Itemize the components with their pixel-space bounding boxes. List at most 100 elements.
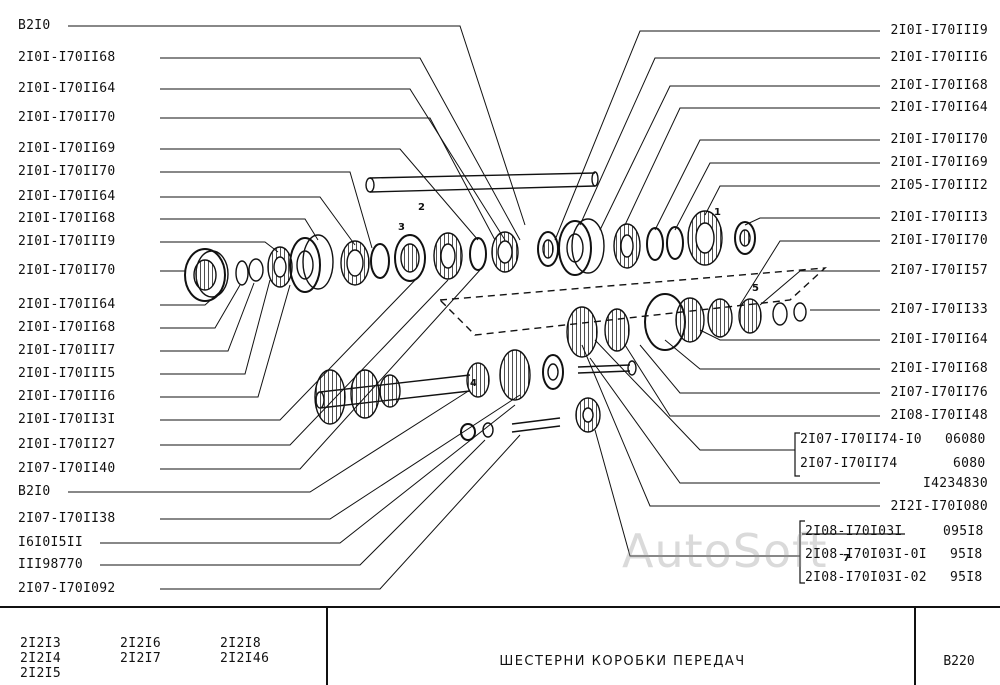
right-part-label: 2I0I-I70III6 [890,50,988,65]
gear-ring-1 [289,234,334,293]
bracket-2-row-1: 2I08-I70I03I 095I8 [805,524,983,539]
right-bearing [734,221,756,255]
synchro-hub-left [267,246,293,288]
primary-shaft [365,171,599,193]
bracket-2-row-2: 2I08-I70I03I-0I 95I8 [805,547,982,562]
blocker-ring-4 [666,226,684,260]
left-part-label: 2I0I-I70II68 [18,211,116,226]
bracket-1-part: 2I07-I70II74 [800,456,898,471]
model-code: 2I2I8 [220,636,262,651]
right-part-label: 2I08-I70II48 [890,408,988,423]
bracket-2-part: 2I08-I70I03I [805,524,903,539]
right-part-label: 2I07-I70II33 [890,302,988,317]
blocker-ring-2 [469,237,487,271]
left-part-label: 2I07-I70II38 [18,511,116,526]
gear-ring-5 [491,231,519,273]
bracket-1-part: 2I07-I70II74-I0 [800,432,922,447]
leader-lines-right [554,30,880,557]
position-mark: 4 [470,378,477,389]
model-code: 2I2I5 [20,666,62,681]
right-part-label: 2I0I-I70III9 [890,23,988,38]
right-part-label: 2I0I-I70II64 [890,332,988,347]
right-part-label: 2I0I-I70II69 [890,155,988,170]
model-code: 2I2I46 [220,651,270,666]
left-part-label: 2I07-I70II40 [18,461,116,476]
left-part-label: 2I0I-I70II68 [18,320,116,335]
right-part-label: 2I0I-I70II64 [890,100,988,115]
left-part-label: 2I0I-I70II70 [18,110,116,125]
primary-shaft-group [184,171,756,302]
left-part-label: 2I0I-I70II64 [18,189,116,204]
bolt [577,360,637,376]
synchro-hub-right [558,218,605,276]
blocker-ring-3 [646,227,664,261]
left-part-label: 2I0I-I70II3I [18,412,116,427]
left-part-label: B2I0 [18,484,51,499]
left-part-label: 2I0I-I70II70 [18,263,116,278]
right-part-label: 2I0I-I70II68 [890,361,988,376]
left-part-label: 2I0I-I70II69 [18,141,116,156]
bracket-2-code: 95I8 [950,547,983,562]
leader-lines-left [68,25,526,590]
left-part-label: I6I0I5II [18,535,84,550]
position-mark: 3 [398,222,405,233]
left-part-label: 2I0I-I70III9 [18,234,116,249]
left-part-label: 2I07-I70I092 [18,581,116,596]
left-part-label: 2I0I-I70III5 [18,366,116,381]
left-part-label: 2I0I-I70II64 [18,297,116,312]
right-part-label: 2I0I-I70II68 [890,78,988,93]
model-code: 2I2I4 [20,651,62,666]
circlip [235,260,249,286]
single-right-1: I4234830 [922,476,988,491]
nut [460,423,476,441]
bracket-1-code: 6080 [953,456,986,471]
right-part-label: 2I07-I70II76 [890,385,988,400]
blocker-ring-1 [370,243,390,279]
left-part-label: B2I0 [18,18,51,33]
bracket-1-row-1: 2I07-I70II74-I0 06080 [800,432,985,447]
gear-ring-3 [394,234,426,282]
thrust-washer [248,258,264,282]
reverse-gear [466,349,531,401]
left-part-label: III98770 [18,557,84,572]
left-part-label: 2I0I-I70III6 [18,389,116,404]
bracket-1-row-2: 2I07-I70II74 6080 [800,456,985,471]
left-bearing [184,248,229,302]
right-part-label: 2I0I-I70III3 [890,210,988,225]
right-part-label: 2I0I-I70II70 [890,233,988,248]
needle-bearing [542,354,564,390]
gear-ring-7 [613,223,641,269]
model-code: 2I2I6 [120,636,162,651]
bracket-2-row-3: 2I08-I70I03I-02 95I8 [805,570,982,585]
position-mark: 2 [418,202,425,213]
position-mark: 1 [714,207,721,218]
gear-ring-4 [433,232,463,280]
gear-ring-2 [340,240,370,286]
watermark-text: AutoSoft [622,524,828,578]
position-mark: 5 [752,283,759,294]
right-part-label: 2I07-I70II57 [890,263,988,278]
washer [482,422,494,438]
left-part-label: 2I0I-I70II27 [18,437,116,452]
idler-gear [575,397,601,433]
single-right-2: 2I2I-I70I080 [890,499,988,514]
model-code: 2I2I3 [20,636,62,651]
right-part-label: 2I05-I70III2 [890,178,988,193]
drawing-title: ШЕСТЕРНИ КОРОБКИ ПЕРЕДАЧ [499,654,746,669]
right-part-label: 2I0I-I70II70 [890,132,988,147]
bracket-2-part: 2I08-I70I03I-02 [805,570,927,585]
gear-ring-6 [537,231,559,267]
left-part-label: 2I0I-I70II70 [18,164,116,179]
bracket-1-code: 06080 [945,432,986,447]
secondary-shaft-group [314,267,827,441]
left-part-label: 2I0I-I70II64 [18,81,116,96]
left-part-label: 2I0I-I70III7 [18,343,116,358]
bracket-marks [794,432,905,584]
countershaft-gear-large [314,369,401,425]
sheet-code: B220 [943,654,975,669]
title-block-frame [0,606,1000,685]
position-mark: 7 [843,553,850,564]
model-code: 2I2I7 [120,651,162,666]
fifth-gear [687,210,723,266]
bracket-2-part: 2I08-I70I03I-0I [805,547,927,562]
